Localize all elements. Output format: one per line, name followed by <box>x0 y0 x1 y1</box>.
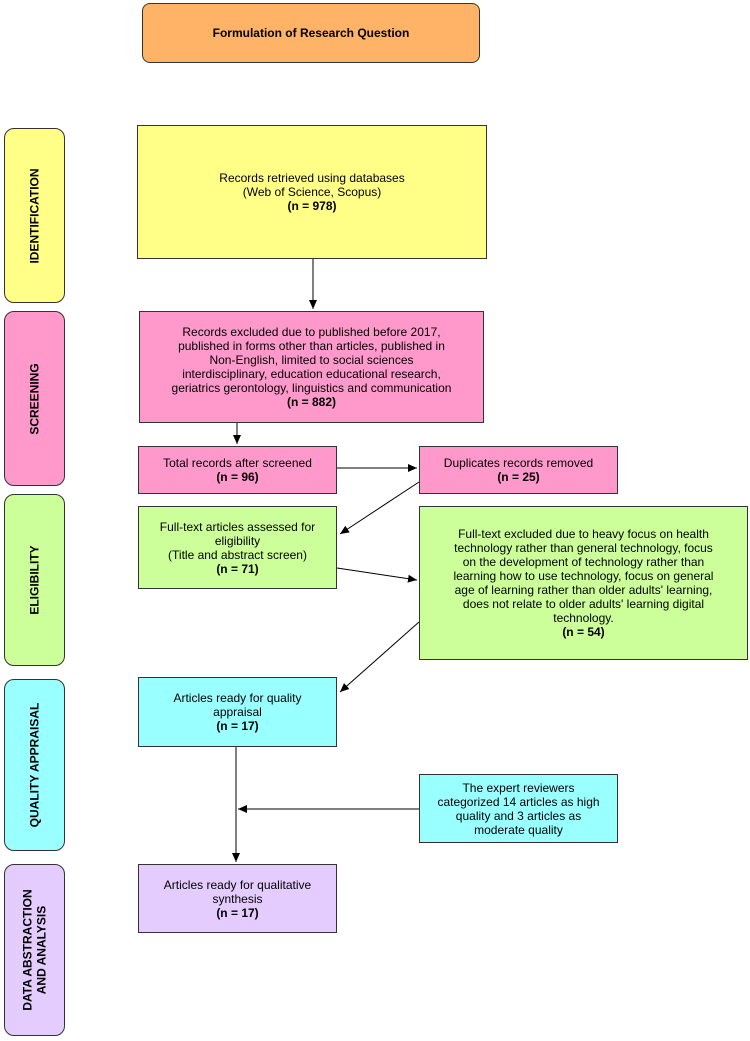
records-retrieved-box: Records retrieved using databases (Web o… <box>137 125 487 259</box>
fulltext-assessed-text: Full-text articles assessed for eligibil… <box>159 519 316 562</box>
records-excluded-box: Records excluded due to published before… <box>139 311 484 423</box>
quality-appraisal-text: Articles ready for quality appraisal <box>173 691 302 719</box>
research-question-box: Formulation of Research Question <box>142 3 480 63</box>
quality-appraisal-box: Articles ready for quality appraisal (n … <box>138 677 337 747</box>
duplicates-box: Duplicates records removed (n = 25) <box>419 446 618 494</box>
stage-screening: SCREENING <box>4 311 65 486</box>
records-excluded-text: Records excluded due to published before… <box>171 325 452 395</box>
expert-reviewers-text: The expert reviewers categorized 14 arti… <box>437 780 600 837</box>
stage-quality-appraisal: QUALITY APPRAISAL <box>4 679 65 851</box>
fulltext-excluded-text: Full-text excluded due to heavy focus on… <box>453 527 714 625</box>
total-screened-box: Total records after screened (n = 96) <box>138 446 337 494</box>
records-retrieved-count: (n = 978) <box>287 199 337 213</box>
stage-eligibility: ELIGIBILITY <box>4 494 65 666</box>
duplicates-count: (n = 25) <box>497 470 540 484</box>
arrow-excluded-to-appraisal <box>339 621 420 693</box>
fulltext-excluded-box: Full-text excluded due to heavy focus on… <box>419 506 748 660</box>
fulltext-excluded-count: (n = 54) <box>562 625 605 639</box>
arrow-duplicates-to-assessed <box>339 481 420 535</box>
records-retrieved-text: Records retrieved using databases (Web o… <box>219 171 405 199</box>
fulltext-assessed-count: (n = 71) <box>216 561 259 576</box>
arrow-assessed-to-excluded <box>336 567 418 583</box>
total-screened-text: Total records after screened <box>163 456 312 470</box>
stage-data-abstraction: DATA ABSTRACTION AND ANALYSIS <box>4 864 65 1036</box>
fulltext-assessed-box: Full-text articles assessed for eligibil… <box>138 506 337 589</box>
stage-identification: IDENTIFICATION <box>4 128 65 303</box>
duplicates-text: Duplicates records removed <box>443 456 594 470</box>
records-excluded-count: (n = 882) <box>286 395 337 409</box>
qualitative-synthesis-text: Articles ready for qualitative synthesis <box>163 877 312 906</box>
quality-appraisal-count: (n = 17) <box>216 719 259 733</box>
expert-reviewers-box: The expert reviewers categorized 14 arti… <box>419 774 618 843</box>
research-question-label: Formulation of Research Question <box>212 26 410 40</box>
total-screened-count: (n = 96) <box>216 470 259 484</box>
qualitative-synthesis-count: (n = 17) <box>216 905 259 920</box>
qualitative-synthesis-box: Articles ready for qualitative synthesis… <box>138 864 337 933</box>
